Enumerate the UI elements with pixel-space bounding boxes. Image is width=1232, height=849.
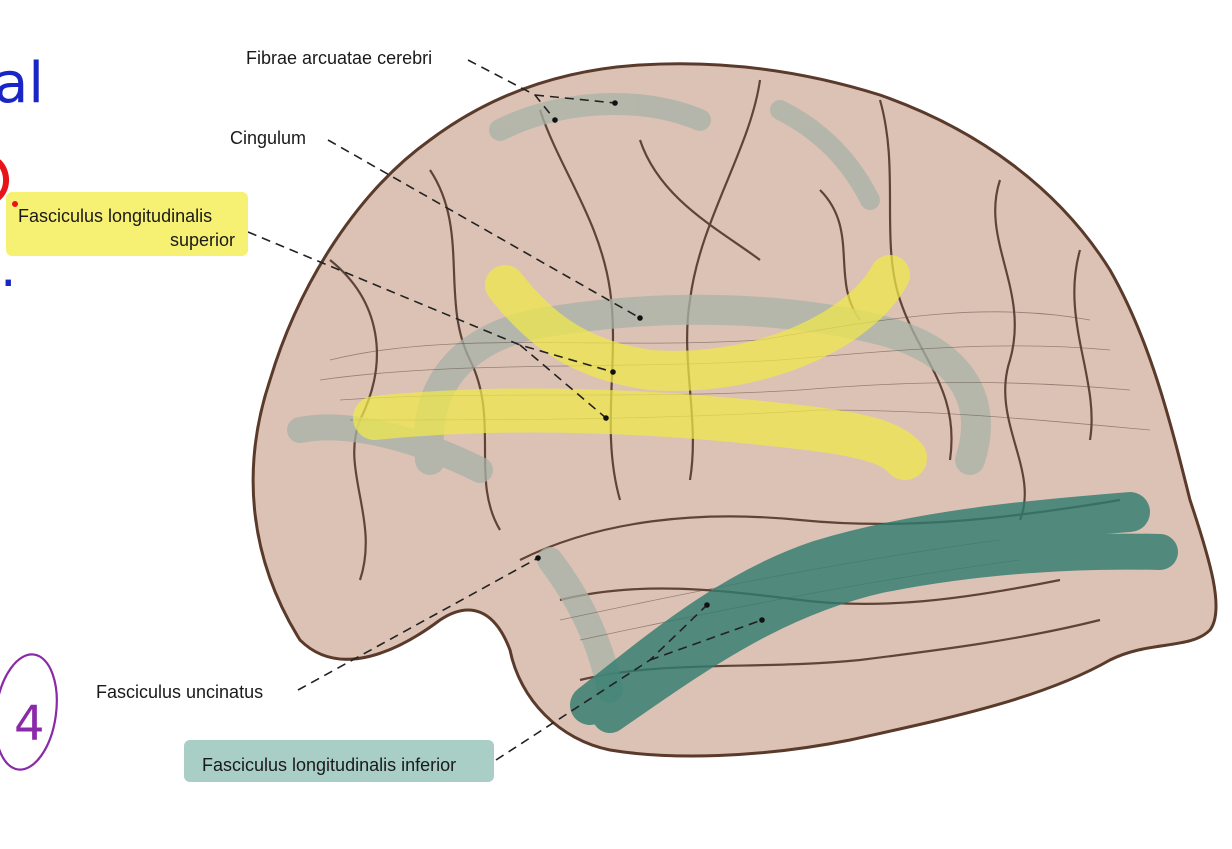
handwritten-blue-text: al — [0, 51, 44, 116]
handwritten-red-mark — [0, 159, 9, 201]
label-cingulum: Cingulum — [230, 128, 306, 148]
label-superior-line2: superior — [170, 230, 235, 250]
superior-fasciculus-highlight — [353, 255, 927, 480]
handwritten-circled-number: 4 — [14, 696, 45, 752]
red-dot — [12, 201, 18, 207]
handwritten-blue-dot: . — [0, 239, 17, 299]
label-fibrae-arcuatae: Fibrae arcuatae cerebri — [246, 48, 432, 68]
superior-label-highlight — [6, 192, 248, 256]
purple-circle — [0, 653, 58, 771]
inferior-label-highlight — [184, 740, 494, 782]
leader-lines — [247, 59, 763, 761]
label-superior-line1: Fasciculus longitudinalis — [18, 206, 212, 226]
label-inferior: Fasciculus longitudinalis inferior — [202, 755, 456, 775]
leader-endpoints — [535, 100, 765, 623]
label-uncinatus: Fasciculus uncinatus — [96, 682, 263, 702]
